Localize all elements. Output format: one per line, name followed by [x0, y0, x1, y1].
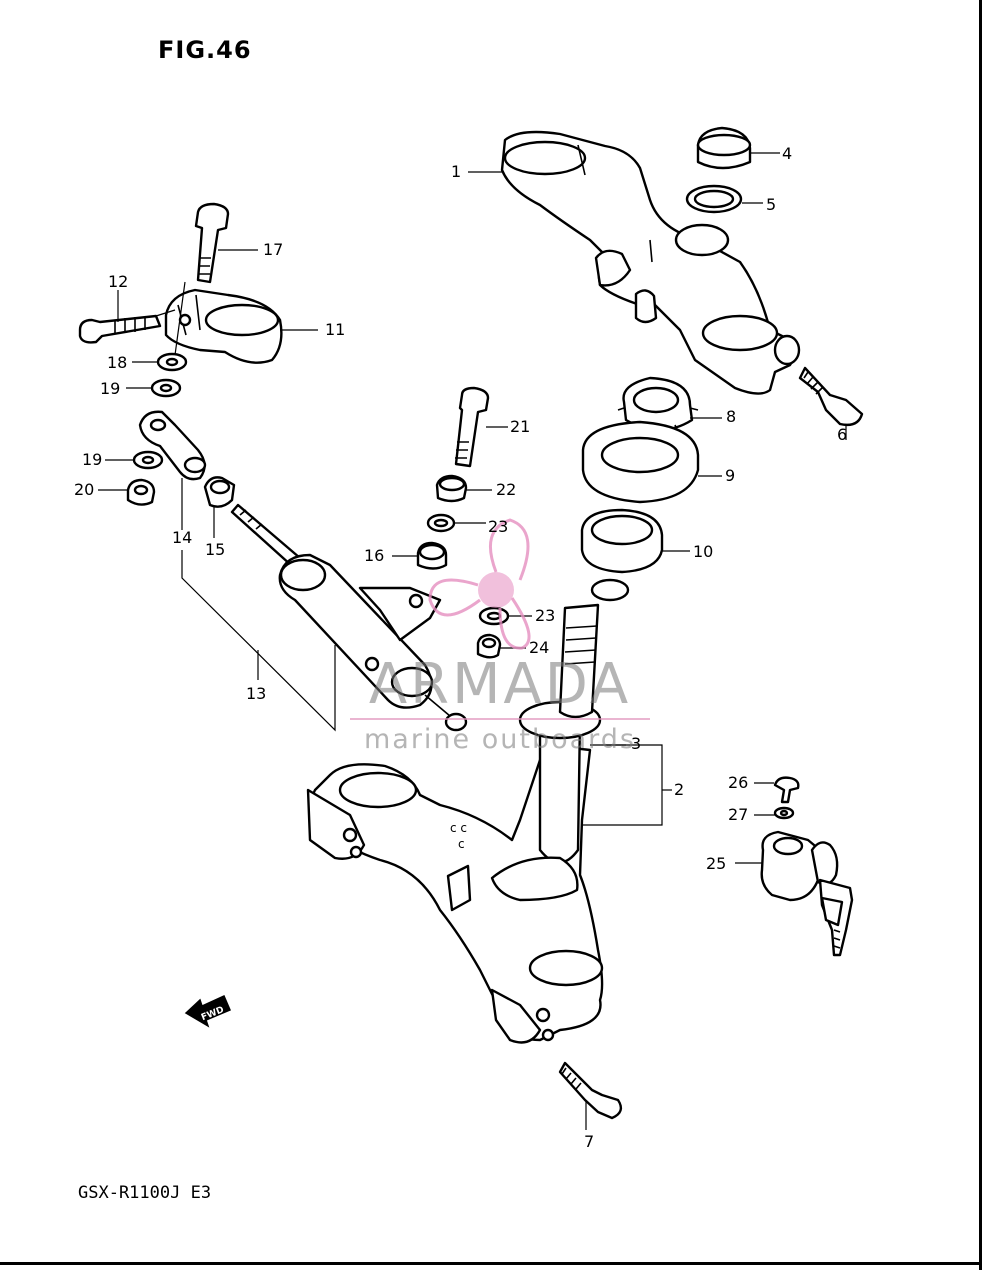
part-steering-damper	[230, 503, 468, 732]
callout-15: 15	[205, 540, 226, 559]
part-dust-seal	[581, 420, 700, 504]
callout-11: 11	[325, 320, 346, 339]
callout-1: 1	[451, 162, 462, 181]
svg-text:c c: c c	[450, 821, 467, 835]
part-bolt-7	[558, 1061, 623, 1120]
callout-bracket-2	[582, 744, 663, 826]
part-washer-27	[773, 806, 795, 820]
callout-18: 18	[107, 353, 128, 372]
part-cap	[696, 126, 752, 170]
figure-title: FIG.46	[158, 36, 252, 64]
part-washer-18	[156, 352, 188, 372]
part-washer-23b	[478, 606, 510, 626]
callout-13: 13	[246, 684, 267, 703]
callout-22: 22	[496, 480, 517, 499]
callout-4: 4	[782, 144, 793, 163]
part-nut-15	[203, 476, 236, 508]
part-bolt-17	[194, 202, 230, 284]
part-steering-lock	[760, 830, 854, 957]
part-washer	[685, 184, 743, 214]
part-rod-end	[138, 410, 207, 481]
part-lower-bracket: c c c	[306, 578, 630, 1044]
callout-20: 20	[74, 480, 95, 499]
page-frame-bottom	[0, 1262, 982, 1265]
callout-17: 17	[263, 240, 284, 259]
callout-7: 7	[584, 1132, 595, 1151]
watermark-logo-icon	[428, 518, 531, 650]
part-bolt-12	[78, 314, 162, 344]
model-code: GSX-R1100J E3	[78, 1183, 212, 1203]
callout-16: 16	[364, 546, 385, 565]
part-collar-22	[435, 474, 468, 503]
watermark-divider	[350, 718, 650, 720]
callout-12: 12	[108, 272, 129, 291]
callout-3: 3	[631, 734, 642, 753]
callout-23-lower: 23	[535, 606, 556, 625]
svg-text:c: c	[458, 837, 465, 851]
part-washer-19a	[150, 378, 182, 398]
part-bolt-6	[798, 366, 864, 427]
part-bushing-16	[416, 541, 448, 570]
part-screw-26	[773, 776, 800, 804]
callout-23-upper: 23	[488, 517, 509, 536]
leader-lines	[98, 152, 847, 1130]
callout-26: 26	[728, 773, 749, 792]
watermark-name: ARMADA	[368, 652, 632, 717]
callout-6: 6	[837, 425, 848, 444]
callout-21: 21	[510, 417, 531, 436]
part-washer-23a	[426, 513, 456, 533]
callout-2: 2	[674, 780, 685, 799]
part-washer-19b	[132, 450, 164, 470]
part-bolt-21	[454, 386, 490, 468]
part-upper-bracket	[500, 130, 801, 395]
part-bearing	[580, 508, 664, 574]
page-frame-right	[979, 0, 982, 1270]
callout-25: 25	[706, 854, 727, 873]
callout-19-upper: 19	[100, 379, 121, 398]
callout-5: 5	[766, 195, 777, 214]
part-nut-24	[476, 633, 502, 659]
part-damper-clamp	[164, 288, 283, 364]
callout-9: 9	[725, 466, 736, 485]
part-nut-20	[126, 478, 156, 506]
callout-19-lower: 19	[82, 450, 103, 469]
watermark-tagline: marine outboards	[363, 724, 636, 755]
callout-24: 24	[529, 638, 550, 657]
callout-10: 10	[693, 542, 714, 561]
part-steering-nut	[617, 376, 699, 433]
callout-27: 27	[728, 805, 749, 824]
callout-8: 8	[726, 407, 737, 426]
fwd-arrow-icon: FWD	[184, 995, 231, 1028]
callout-14: 14	[172, 528, 193, 547]
